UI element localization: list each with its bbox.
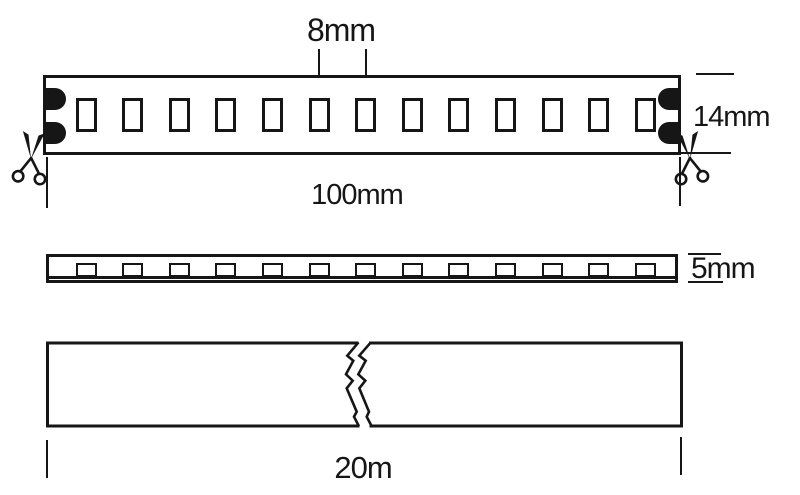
reel-length-label: 20m	[334, 450, 392, 485]
led-chip	[308, 98, 330, 132]
led-chip-side	[541, 263, 563, 277]
cut-length-label: 100mm	[311, 179, 404, 211]
height-dimension-tick-bottom	[688, 281, 723, 283]
led-chip	[75, 98, 97, 132]
scissors-icon	[11, 130, 47, 186]
led-chip-side	[261, 263, 283, 277]
reel-extension-line-right	[680, 437, 682, 475]
led-chip	[541, 98, 563, 132]
led-chip-side	[634, 263, 656, 277]
solder-pad	[658, 121, 678, 144]
profile-height-label: 5mm	[691, 252, 756, 285]
led-chip-side	[355, 263, 377, 277]
break-mark-right	[356, 341, 373, 427]
led-chip	[168, 98, 190, 132]
led-chip	[355, 98, 377, 132]
led-pitch-label: 8mm	[306, 12, 376, 48]
strip-side-view	[46, 254, 678, 283]
led-chip-side	[122, 263, 144, 277]
led-chip-side	[448, 263, 470, 277]
led-chip	[494, 98, 516, 132]
led-chip-side	[168, 263, 190, 277]
break-mark-left	[344, 341, 361, 427]
reel-extension-line-left	[46, 440, 48, 478]
led-chip	[448, 98, 470, 132]
reel-outline	[46, 341, 683, 428]
scissors-icon	[674, 130, 710, 186]
height-dimension-tick-top	[688, 253, 721, 255]
led-chip	[261, 98, 283, 132]
led-chip-side	[215, 263, 237, 277]
led-chip-side	[494, 263, 516, 277]
led-chip	[401, 98, 423, 132]
length-extension-line-left	[46, 157, 48, 208]
led-chip-side	[75, 263, 97, 277]
length-extension-line-right	[679, 157, 681, 206]
strip-top-view	[43, 75, 681, 155]
led-chip-side	[308, 263, 330, 277]
led-chip	[215, 98, 237, 132]
led-chip-side	[401, 263, 423, 277]
led-chip	[588, 98, 610, 132]
solder-pad	[46, 88, 66, 110]
led-chip-side	[588, 263, 610, 277]
solder-pad	[658, 88, 678, 110]
led-chip	[634, 98, 656, 132]
strip-width-label: 14mm	[693, 101, 771, 133]
pcb-base-line	[49, 276, 675, 279]
width-dimension-tick-bottom	[681, 152, 731, 154]
width-dimension-tick-top	[696, 73, 734, 75]
solder-pad	[46, 121, 66, 144]
led-chip	[122, 98, 144, 132]
